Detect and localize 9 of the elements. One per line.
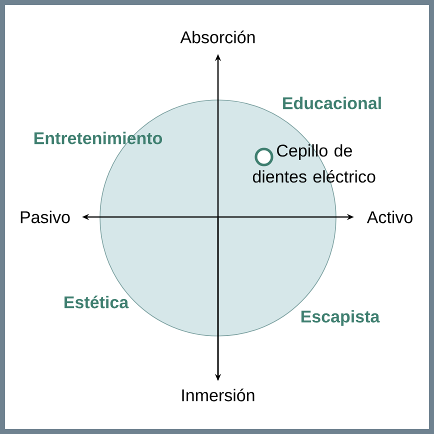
marker-caption: Cepillo de dientes eléctrico (252, 144, 376, 183)
axis-label: Activo (366, 210, 412, 224)
marker-ring (254, 148, 274, 166)
quadrant-label: Estética (64, 296, 129, 308)
quadrant-label: Escapista (301, 310, 380, 326)
axis-label: Absorción (180, 30, 255, 44)
axis-label: Pasivo (20, 210, 70, 224)
quadrant-label: Educacional (283, 96, 381, 110)
axis-label: Inmersión (182, 388, 254, 402)
